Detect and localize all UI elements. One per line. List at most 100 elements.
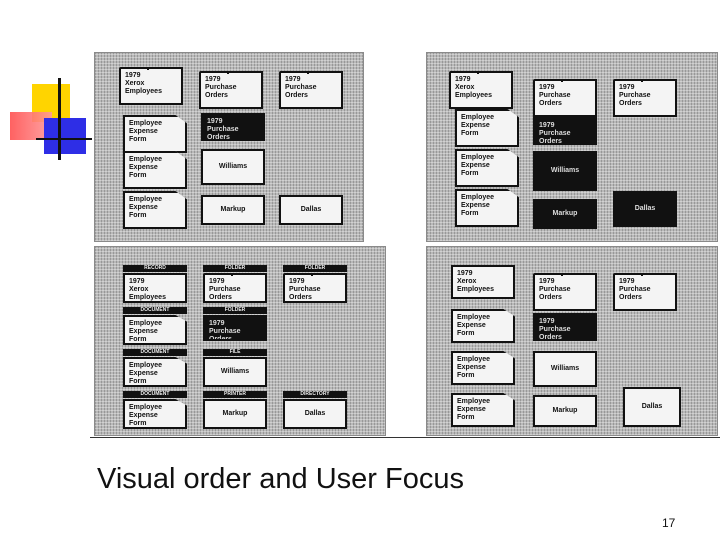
icon-label: Williams [550,365,580,372]
icon-label: 1979 Purchase Orders [539,122,571,145]
type-tag: DOCUMENT [123,307,187,314]
icon-label: Employee Expense Form [129,196,163,219]
folder-icon: 1979 Purchase Orders [533,79,597,117]
document-icon: Employee Expense Form [123,357,187,387]
record-icon: 1979 Xerox Employees [123,273,187,303]
document-icon: Employee Expense Form [123,399,187,429]
selected-folder-icon: 1979 Purchase Orders [203,315,267,341]
icon-label: Williams [550,167,580,174]
type-tag: FOLDER [203,265,267,272]
decorative-horizontal-line [36,138,92,140]
directory-icon: Dallas [279,195,343,225]
document-icon: Employee Expense Form [451,351,515,385]
panel-bottom-left: RECORD FOLDER FOLDER 1979 Xerox Employee… [94,246,386,436]
icon-label: Dallas [304,410,326,417]
folder-icon: 1979 Purchase Orders [533,273,597,311]
divider-rule [90,437,720,438]
icon-label: 1979 Xerox Employees [455,76,492,99]
panel-top-left: 1979 Xerox Employees 1979 Purchase Order… [94,52,364,242]
selected-folder-icon: 1979 Purchase Orders [201,113,265,141]
panel-top-right: 1979 Xerox Employees 1979 Purchase Order… [426,52,718,242]
icon-label: 1979 Xerox Employees [125,72,162,95]
icon-label: Dallas [300,206,322,213]
icon-label: Markup [222,410,248,417]
icon-label: Employee Expense Form [457,314,491,337]
folder-icon: 1979 Xerox Employees [449,71,513,109]
directory-icon: Dallas [613,191,677,227]
folder-icon: 1979 Xerox Employees [119,67,183,105]
printer-icon: Markup [203,399,267,429]
icon-label: Dallas [641,403,663,410]
icon-label: Markup [552,210,578,217]
icon-label: 1979 Purchase Orders [205,76,237,99]
type-tag: PRINTER [203,391,267,398]
icon-label: 1979 Purchase Orders [539,278,571,301]
file-drawer-icon: Williams [201,149,265,185]
icon-label: 1979 Purchase Orders [539,318,571,341]
icon-label: 1979 Purchase Orders [289,278,321,301]
type-tag: FOLDER [203,307,267,314]
file-drawer-icon: Williams [533,151,597,191]
icon-label: Markup [552,407,578,414]
slide-caption: Visual order and User Focus [97,463,464,495]
icon-design-comparison-figure: 1979 Xerox Employees 1979 Purchase Order… [92,50,720,438]
folder-icon: 1979 Purchase Orders [613,79,677,117]
icon-label: Williams [218,163,248,170]
printer-icon: Markup [533,395,597,427]
icon-label: 1979 Purchase Orders [209,320,241,341]
icon-label: Employee Expense Form [129,120,163,143]
folder-icon: 1979 Purchase Orders [613,273,677,311]
folder-icon: 1979 Purchase Orders [199,71,263,109]
folder-icon: 1979 Purchase Orders [279,71,343,109]
icon-label: Employee Expense Form [129,156,163,179]
type-tag: FOLDER [283,265,347,272]
icon-label: Employee Expense Form [129,404,163,427]
icon-label: Dallas [634,205,656,212]
panel-bottom-right: 1979 Xerox Employees 1979 Purchase Order… [426,246,718,436]
selected-folder-icon: 1979 Purchase Orders [533,117,597,145]
icon-label: 1979 Purchase Orders [619,278,651,301]
icon-label: 1979 Purchase Orders [285,76,317,99]
printer-icon: Markup [533,199,597,229]
icon-label: 1979 Purchase Orders [209,278,241,301]
page-number: 17 [662,516,676,530]
type-tag: RECORD [123,265,187,272]
document-icon: Employee Expense Form [455,189,519,227]
type-tag: DIRECTORY [283,391,347,398]
document-icon: Employee Expense Form [451,309,515,343]
icon-label: Employee Expense Form [457,356,491,379]
document-icon: Employee Expense Form [451,393,515,427]
document-icon: Employee Expense Form [123,115,187,153]
record-icon: 1979 Xerox Employees [451,265,515,299]
icon-label: Employee Expense Form [129,362,163,385]
icon-label: Employee Expense Form [129,320,163,343]
document-icon: Employee Expense Form [455,109,519,147]
icon-label: 1979 Xerox Employees [129,278,166,301]
icon-label: Markup [220,206,246,213]
type-tag: FILE [203,349,267,356]
icon-label: 1979 Purchase Orders [539,84,571,107]
selected-folder-icon: 1979 Purchase Orders [533,313,597,341]
icon-label: Employee Expense Form [461,154,495,177]
file-drawer-icon: Williams [203,357,267,387]
printer-icon: Markup [201,195,265,225]
icon-label: 1979 Xerox Employees [457,270,494,293]
icon-label: Employee Expense Form [457,398,491,421]
folder-icon: 1979 Purchase Orders [283,273,347,303]
directory-icon: Dallas [283,399,347,429]
document-icon: Employee Expense Form [455,149,519,187]
folder-icon: 1979 Purchase Orders [203,273,267,303]
icon-label: 1979 Purchase Orders [207,118,239,141]
icon-label: Employee Expense Form [461,114,495,137]
icon-label: Williams [220,368,250,375]
type-tag: DOCUMENT [123,391,187,398]
file-drawer-icon: Williams [533,351,597,387]
directory-icon: Dallas [623,387,681,427]
decorative-vertical-line [58,78,61,160]
document-icon: Employee Expense Form [123,151,187,189]
type-tag: DOCUMENT [123,349,187,356]
decorative-blue-square [44,118,86,154]
icon-label: Employee Expense Form [461,194,495,217]
document-icon: Employee Expense Form [123,191,187,229]
document-icon: Employee Expense Form [123,315,187,345]
